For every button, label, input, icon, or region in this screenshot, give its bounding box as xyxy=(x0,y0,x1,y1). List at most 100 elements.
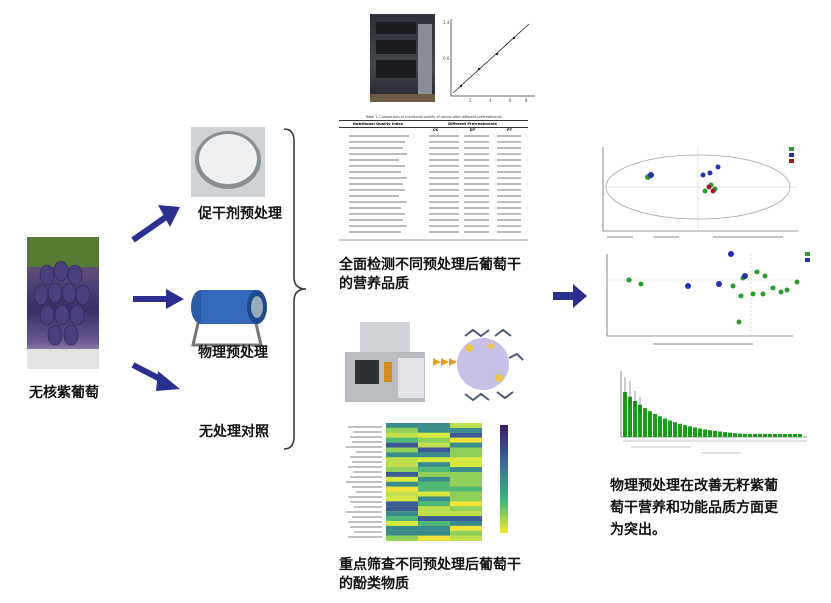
svg-text:0.6: 0.6 xyxy=(443,56,450,61)
vip-bar xyxy=(738,433,742,437)
nutrition-table: Table 1. Comparison of nutritional quali… xyxy=(339,115,528,252)
heatmap-cell xyxy=(386,486,418,492)
grouping-bracket xyxy=(283,128,307,450)
vip-bar xyxy=(768,434,772,437)
vip-bar xyxy=(638,404,642,437)
heatmap-cell xyxy=(386,472,418,477)
vip-bar xyxy=(718,431,722,437)
vip-bar xyxy=(713,430,717,437)
heatmap-cell xyxy=(418,525,450,531)
vip-bar xyxy=(763,434,767,437)
vip-bar xyxy=(668,420,672,437)
svg-text:8: 8 xyxy=(525,98,528,103)
vip-bar xyxy=(658,416,662,437)
heatmap-cell xyxy=(450,530,482,536)
mass-spectrometer-photo xyxy=(340,322,437,410)
conclusion-line-1: 物理预处理在改善无籽紫葡 xyxy=(610,478,778,494)
heatmap-cell xyxy=(386,496,418,502)
heatmap-cell xyxy=(418,423,450,428)
heatmap-cell xyxy=(386,476,418,482)
heatmap-cell xyxy=(386,447,418,453)
heatmap-cell xyxy=(418,452,450,458)
heatmap-cell xyxy=(418,521,450,526)
svg-text:6: 6 xyxy=(509,98,512,103)
heatmap-cell xyxy=(386,535,418,541)
phenol-label-1: 重点筛查不同预处理后葡萄干 xyxy=(339,557,521,573)
vip-bar xyxy=(758,434,762,437)
heatmap-cell xyxy=(450,506,482,512)
heatmap-cell xyxy=(450,432,482,438)
pca-score-plot xyxy=(593,143,813,243)
heatmap-cell xyxy=(418,457,450,463)
physical-drum-photo xyxy=(185,285,270,353)
heatmap-cell xyxy=(450,486,482,492)
result-arrow xyxy=(553,284,587,308)
vip-bar xyxy=(703,429,707,437)
phenol-heatmap xyxy=(340,421,529,552)
heatmap-cell xyxy=(386,462,418,468)
loading-plot xyxy=(593,250,813,350)
heatmap-cell xyxy=(450,462,482,468)
heatmap-cell xyxy=(386,481,418,487)
hplc-instrument-photo xyxy=(370,14,435,102)
vip-bar xyxy=(673,422,677,437)
heatmap-cell xyxy=(418,447,450,453)
vip-bar xyxy=(788,434,792,437)
vip-bar xyxy=(698,428,702,437)
conclusion-line-2: 萄干营养和功能品质方面更 xyxy=(610,500,778,516)
vip-bar xyxy=(778,434,782,437)
heatmap-cell xyxy=(418,476,450,482)
heatmap-cell xyxy=(450,457,482,463)
heatmap-cell xyxy=(418,432,450,438)
vip-bar xyxy=(728,432,732,437)
heatmap-cell xyxy=(386,423,418,428)
heatmap-cell xyxy=(386,491,418,497)
heatmap-cell xyxy=(386,501,418,507)
heatmap-cell xyxy=(450,437,482,443)
table-rows xyxy=(339,135,528,241)
heatmap-cell xyxy=(450,427,482,433)
heatmap-cell xyxy=(450,496,482,502)
vip-bar xyxy=(653,413,657,437)
vip-bar xyxy=(773,434,777,437)
heatmap-cell xyxy=(418,535,450,541)
heatmap-cell xyxy=(418,496,450,502)
vip-bar xyxy=(663,418,667,437)
svg-text:2: 2 xyxy=(469,98,472,103)
table-caption: Table 1. Comparison of nutritional quali… xyxy=(365,115,502,119)
heatmap-cell xyxy=(386,516,418,521)
table-col-dt: DT xyxy=(469,128,476,132)
heatmap-cell xyxy=(418,472,450,477)
vip-bar xyxy=(633,400,637,437)
table-col-ck: CK xyxy=(432,128,439,132)
heatmap-cell xyxy=(386,530,418,536)
heatmap-cell xyxy=(450,447,482,453)
heatmap-cell xyxy=(386,427,418,433)
heatmap-cell xyxy=(450,423,482,428)
heatmap-cell xyxy=(418,506,450,512)
heatmap-cell xyxy=(418,427,450,433)
physical-label: 物理预处理 xyxy=(198,345,268,361)
branch-arrows xyxy=(131,205,184,391)
heatmap-cell xyxy=(386,432,418,438)
vip-bar xyxy=(743,433,747,437)
svg-text:4: 4 xyxy=(489,98,492,103)
heatmap-cell xyxy=(386,506,418,512)
vip-bar xyxy=(708,430,712,437)
heatmap-cell xyxy=(418,491,450,497)
molecule-illustration xyxy=(425,318,528,410)
vip-bar xyxy=(733,433,737,437)
vip-bar-chart xyxy=(611,367,811,459)
heatmap-cell xyxy=(418,437,450,443)
grape-label: 无核紫葡萄 xyxy=(29,385,99,401)
heatmap-cell xyxy=(418,501,450,507)
heatmap-cell xyxy=(418,442,450,448)
conclusion-text: 物理预处理在改善无籽紫葡 萄干营养和功能品质方面更 为突出。 xyxy=(610,475,815,541)
vip-bar xyxy=(693,427,697,437)
heatmap-cell xyxy=(386,437,418,443)
heatmap-cell xyxy=(386,525,418,531)
vip-bar xyxy=(798,434,802,437)
vip-bar xyxy=(628,396,632,437)
heatmap-cell xyxy=(450,535,482,541)
